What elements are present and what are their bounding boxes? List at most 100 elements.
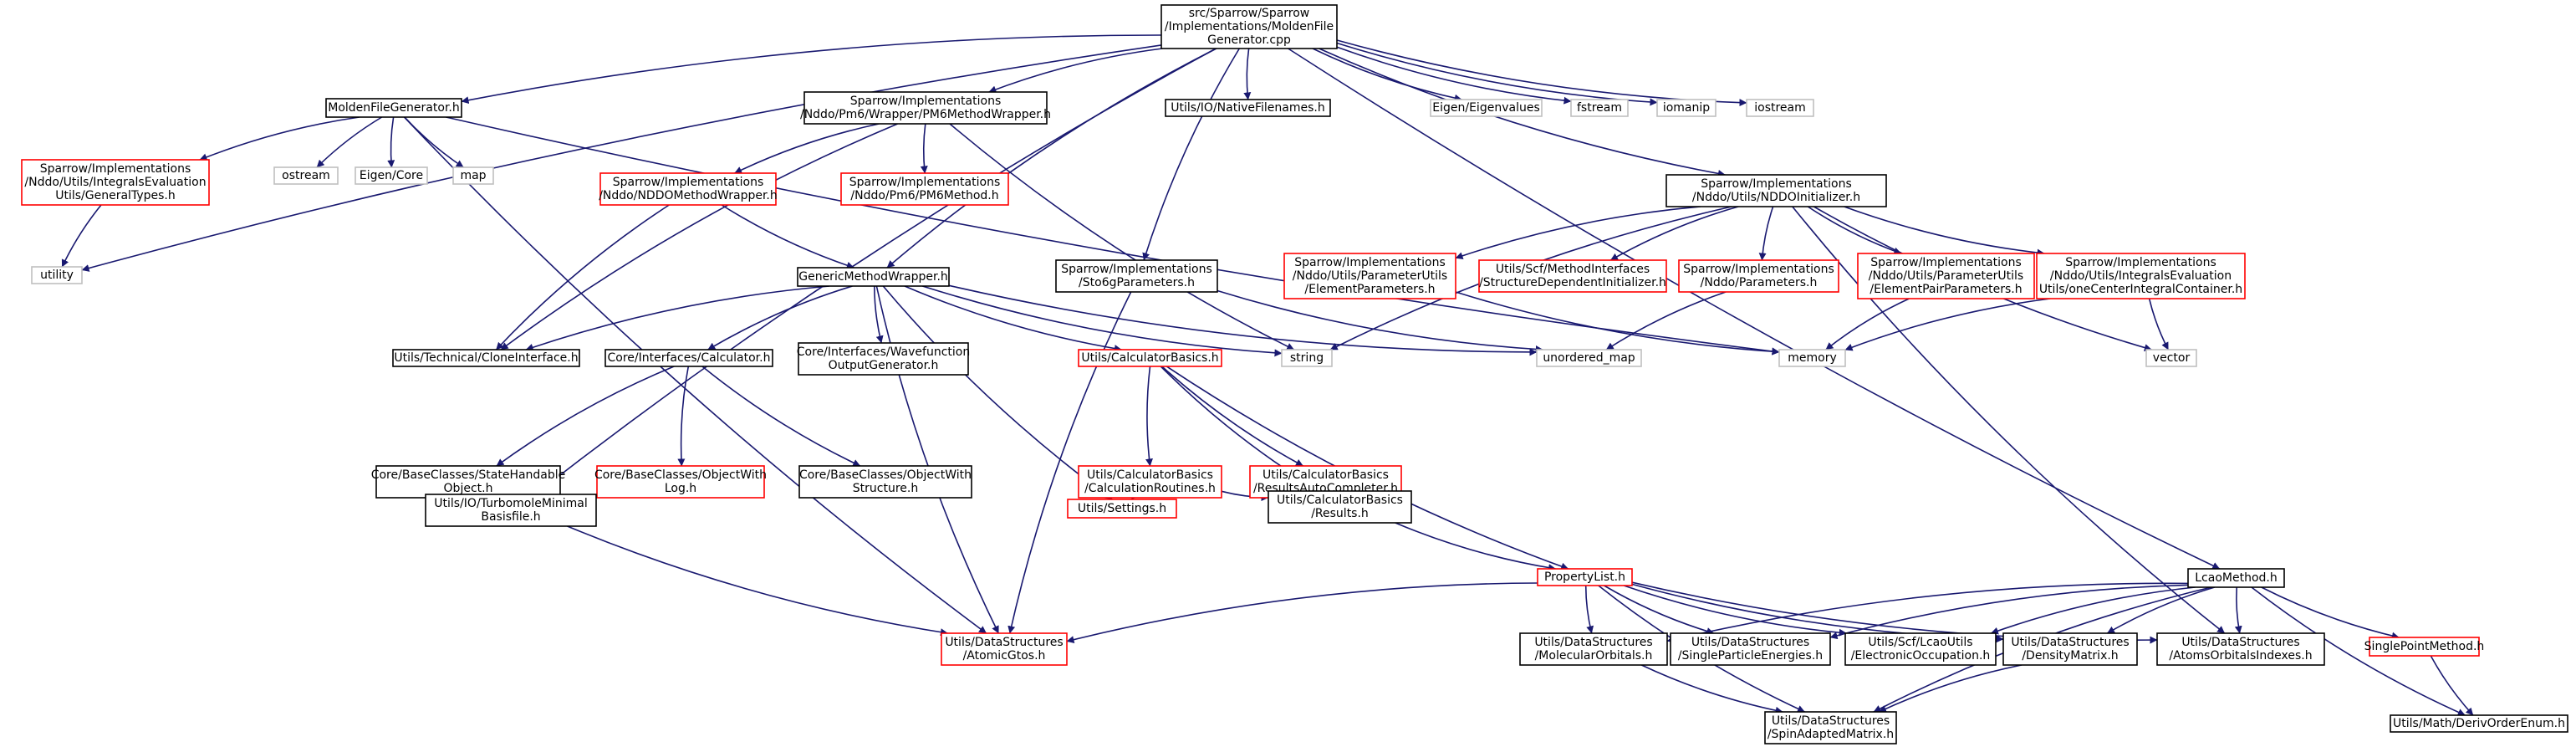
node-box xyxy=(1478,259,1667,293)
node-structinit[interactable]: Utils/Scf/MethodInterfaces/StructureDepe… xyxy=(1478,259,1667,293)
node-label-line: Core/BaseClasses/StateHandable xyxy=(371,468,566,482)
node-box xyxy=(1165,99,1331,117)
node-label-line: OutputGenerator.h xyxy=(829,359,939,372)
node-map: map xyxy=(452,166,494,185)
edge-lcao-to-atomorbidx xyxy=(2234,586,2242,634)
node-calcroutines[interactable]: Utils/CalculatorBasics/CalculationRoutin… xyxy=(1078,465,1222,499)
node-label-line: Utils/IO/NativeFilenames.h xyxy=(1171,101,1324,115)
node-settings[interactable]: Utils/Settings.h xyxy=(1067,499,1177,519)
node-label-line: /DensityMatrix.h xyxy=(2022,649,2118,663)
edge-genwrap-to-atomicgtos xyxy=(875,285,1000,634)
node-cloneif[interactable]: Utils/Technical/CloneInterface.h xyxy=(392,349,580,367)
node-label-line: Utils/oneCenterIntegralContainer.h xyxy=(2039,283,2242,296)
edge-sto6g-to-umap xyxy=(1217,289,1543,353)
node-label-line: Sparrow/Implementations xyxy=(40,162,191,176)
edge-calcbasics-to-calcroutines xyxy=(1145,366,1153,467)
node-params[interactable]: Sparrow/Implementations/Nddo/Parameters.… xyxy=(1678,259,1839,293)
node-proplist[interactable]: PropertyList.h xyxy=(1537,568,1633,586)
edge-calculator-to-statehandle xyxy=(496,366,675,467)
node-nddowrap[interactable]: Sparrow/Implementations/Nddo/NDDOMethodW… xyxy=(599,172,778,206)
node-iostream: iostream xyxy=(1746,99,1814,117)
node-lcao[interactable]: LcaoMethod.h xyxy=(2187,568,2285,588)
node-label-line: Structure.h xyxy=(853,482,918,495)
edge-nddoinit-to-params xyxy=(1758,206,1774,261)
node-calcbasics[interactable]: Utils/CalculatorBasics.h xyxy=(1078,349,1222,367)
node-box xyxy=(1078,465,1222,499)
node-sto6g[interactable]: Sparrow/Implementations/Sto6gParameters.… xyxy=(1055,259,1218,293)
edge-calculator-to-objwithstruct xyxy=(701,366,861,467)
node-label-line: /Nddo/Utils/ParameterUtils xyxy=(1293,269,1447,283)
node-spinadapt[interactable]: Utils/DataStructures/SpinAdaptedMatrix.h xyxy=(1764,711,1897,744)
node-box xyxy=(2156,632,2325,666)
node-box xyxy=(2145,349,2197,367)
node-box xyxy=(355,166,428,185)
node-label-line: Core/BaseClasses/ObjectWith xyxy=(799,468,972,482)
node-onecenter[interactable]: Sparrow/Implementations/Nddo/Utils/Integ… xyxy=(2036,253,2246,299)
node-box xyxy=(1570,99,1629,117)
node-umap: unordered_map xyxy=(1536,349,1642,367)
node-densmat[interactable]: Utils/DataStructures/DensityMatrix.h xyxy=(2002,632,2138,666)
edge-genwrap-to-calculator xyxy=(707,285,853,350)
node-box xyxy=(1268,490,1412,524)
node-wfgen[interactable]: Core/Interfaces/WavefunctionOutputGenera… xyxy=(797,342,970,376)
node-box xyxy=(2390,714,2568,733)
edge-densmat-to-spinadapt xyxy=(1878,664,2023,713)
node-box xyxy=(2187,568,2285,588)
node-label-line: Utils/Scf/MethodInterfaces xyxy=(1496,263,1650,276)
node-nddoinit[interactable]: Sparrow/Implementations/Nddo/Utils/NDDOI… xyxy=(1665,174,1887,207)
node-label-line: /ElementParameters.h xyxy=(1304,283,1435,296)
edge-root-to-pm6wrap xyxy=(988,48,1163,94)
node-calculator[interactable]: Core/Interfaces/Calculator.h xyxy=(604,349,773,367)
node-pm6method[interactable]: Sparrow/Implementations/Nddo/Pm6/PM6Meth… xyxy=(840,172,1009,206)
node-label-line: Utils/DataStructures xyxy=(1534,636,1652,649)
node-mfg_h[interactable]: MoldenFileGenerator.h xyxy=(325,98,462,118)
edge-onecenter-to-vector xyxy=(2148,298,2170,350)
edge-pm6wrap-to-nddowrap xyxy=(734,123,880,174)
edge-proplist-to-spe xyxy=(1604,585,1715,635)
node-pm6wrap[interactable]: Sparrow/Implementations/Nddo/Pm6/Wrapper… xyxy=(800,91,1051,125)
node-ostream: ostream xyxy=(273,166,339,185)
node-root[interactable]: src/Sparrow/Sparrow/Implementations/Mold… xyxy=(1160,4,1338,49)
node-label-line: ostream xyxy=(282,169,330,182)
node-label-line: iomanip xyxy=(1663,101,1710,115)
node-label-line: /SingleParticleEnergies.h xyxy=(1678,649,1823,663)
edge-results-to-proplist xyxy=(1395,522,1557,572)
node-label-line: /Nddo/Pm6/Wrapper/PM6MethodWrapper.h xyxy=(800,108,1051,121)
node-box xyxy=(1844,632,1997,666)
edge-sto6g-to-atomicgtos xyxy=(1007,291,1132,634)
node-spmethod[interactable]: SinglePointMethod.h xyxy=(2364,637,2485,657)
node-spe[interactable]: Utils/DataStructures/SingleParticleEnerg… xyxy=(1670,632,1831,666)
edge-mfg_h-to-map xyxy=(404,116,464,168)
node-label-line: vector xyxy=(2153,351,2191,365)
node-label-line: /Nddo/Utils/IntegralsEvaluation xyxy=(2050,269,2232,283)
node-derivorder[interactable]: Utils/Math/DerivOrderEnum.h xyxy=(2390,714,2568,733)
edge-spmethod-to-derivorder xyxy=(2430,655,2474,716)
node-elocc[interactable]: Utils/Scf/LcaoUtils/ElectronicOccupation… xyxy=(1844,632,1997,666)
node-nativefn[interactable]: Utils/IO/NativeFilenames.h xyxy=(1165,99,1331,117)
node-results[interactable]: Utils/CalculatorBasics/Results.h xyxy=(1268,490,1412,524)
edge-lcao-to-spe xyxy=(1829,584,2189,640)
node-label-line: fstream xyxy=(1577,101,1622,115)
node-molorb[interactable]: Utils/DataStructures/MolecularOrbitals.h xyxy=(1519,632,1668,666)
node-label-line: Eigen/Core xyxy=(360,169,423,182)
node-atomicgtos[interactable]: Utils/DataStructures/AtomicGtos.h xyxy=(941,632,1068,666)
node-label-line: Core/BaseClasses/ObjectWith xyxy=(594,468,767,482)
node-box xyxy=(2002,632,2138,666)
node-box xyxy=(604,349,773,367)
node-elemparams[interactable]: Sparrow/Implementations/Nddo/Utils/Param… xyxy=(1283,253,1456,299)
node-label-line: Utils/CalculatorBasics xyxy=(1262,468,1389,482)
node-genwrap[interactable]: GenericMethodWrapper.h xyxy=(797,267,950,287)
node-atomorbidx[interactable]: Utils/DataStructures/AtomsOrbitalsIndexe… xyxy=(2156,632,2325,666)
node-label-line: Utils/CalculatorBasics.h xyxy=(1081,351,1218,365)
node-gentypes[interactable]: Sparrow/Implementations/Nddo/Utils/Integ… xyxy=(21,159,210,206)
node-label-line: /AtomsOrbitalsIndexes.h xyxy=(2169,649,2312,663)
node-box xyxy=(1764,711,1897,744)
edge-root-to-sto6g xyxy=(1142,48,1240,261)
node-elempair[interactable]: Sparrow/Implementations/Nddo/Utils/Param… xyxy=(1857,253,2035,299)
edge-calculator-to-objwithlog xyxy=(677,366,690,467)
node-label-line: Utils/CalculatorBasics xyxy=(1087,468,1213,482)
